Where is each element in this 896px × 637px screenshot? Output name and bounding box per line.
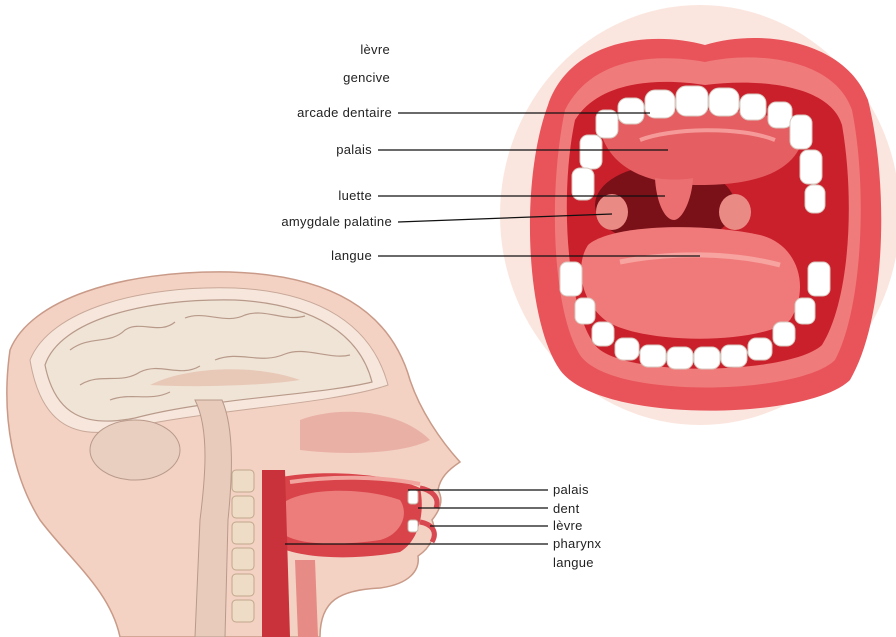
label-head-levre: lèvre xyxy=(553,518,583,533)
tongue xyxy=(581,227,800,339)
label-arcade-dentaire: arcade dentaire xyxy=(297,105,392,120)
label-langue: langue xyxy=(331,248,372,263)
head-cross-section xyxy=(7,272,460,637)
label-luette: luette xyxy=(338,188,372,203)
label-levre: lèvre xyxy=(360,42,390,57)
label-head-dent: dent xyxy=(553,501,580,516)
cerebellum xyxy=(90,420,180,480)
label-head-pharynx: pharynx xyxy=(553,536,601,551)
label-head-langue: langue xyxy=(553,555,594,570)
label-head-palais: palais xyxy=(553,482,589,497)
tonsil-right xyxy=(719,194,751,230)
label-palais: palais xyxy=(336,142,372,157)
tonsil-left xyxy=(596,194,628,230)
label-amygdale-palatine: amygdale palatine xyxy=(281,214,392,229)
open-mouth-illustration xyxy=(500,5,896,425)
head-tongue xyxy=(277,491,404,544)
label-gencive: gencive xyxy=(343,70,390,85)
